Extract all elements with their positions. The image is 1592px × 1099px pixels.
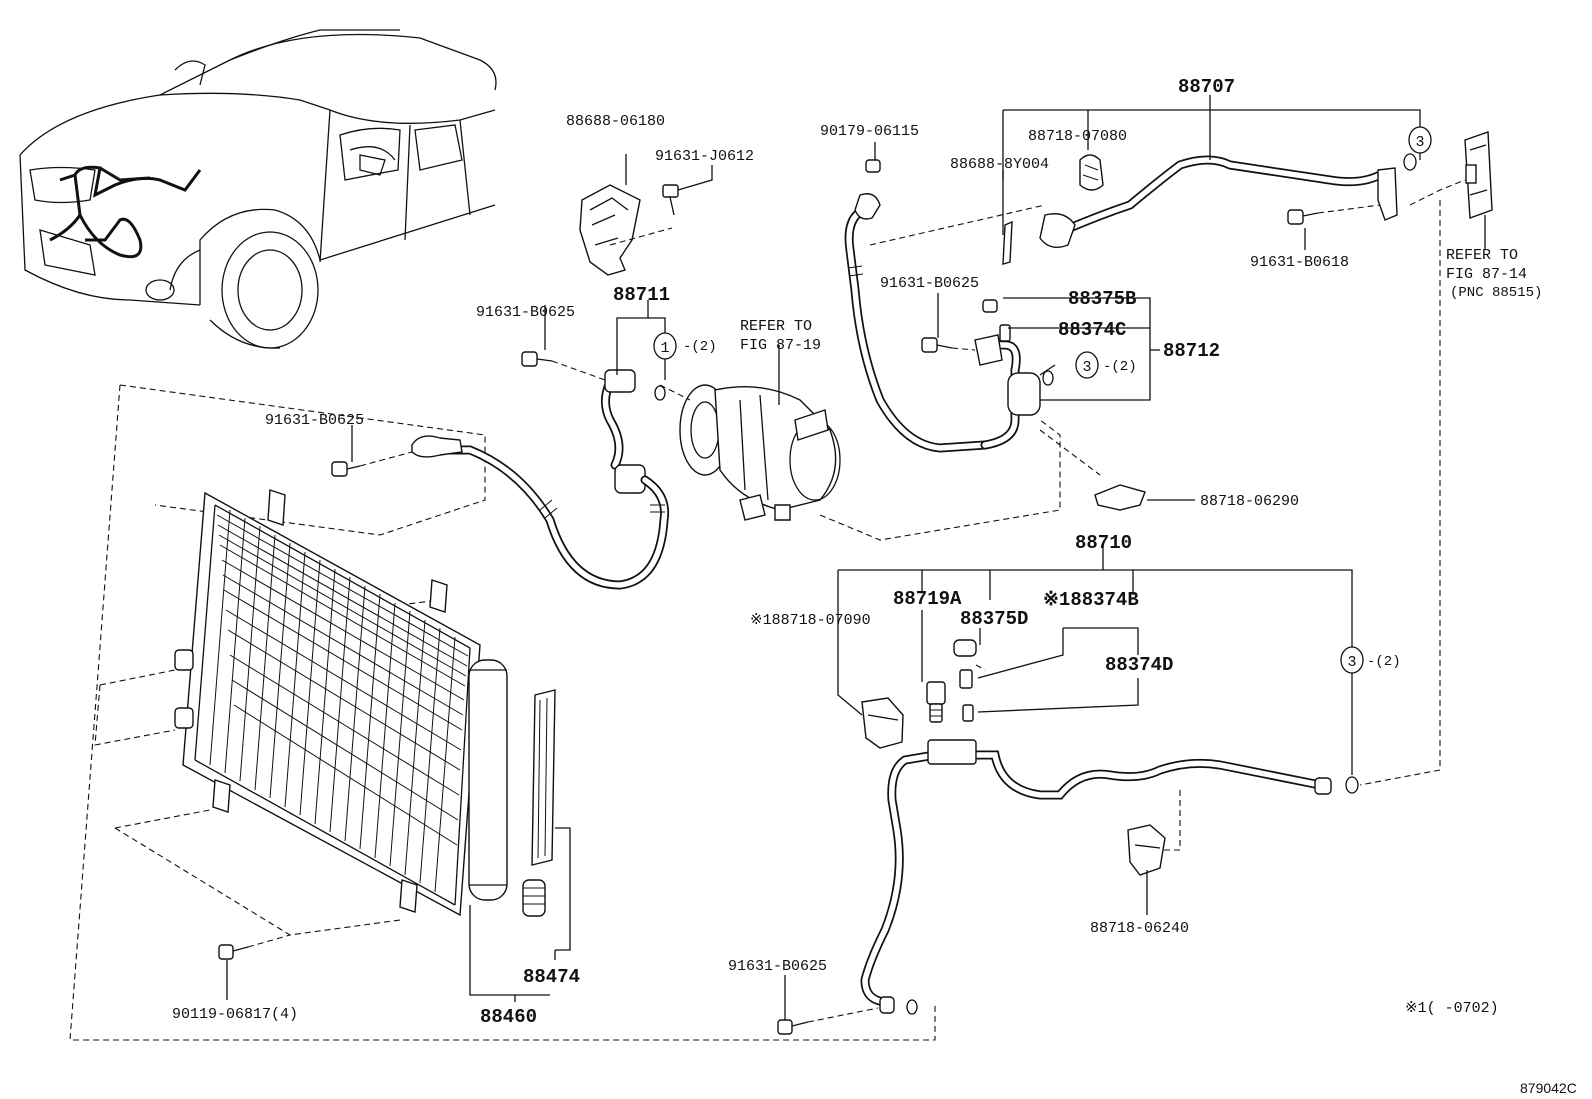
svg-text:FIG 87-14: FIG 87-14 [1446, 266, 1527, 283]
label-88718-06290: 88718-06290 [1200, 493, 1299, 510]
label-88374d: 88374D [1105, 654, 1173, 676]
tube-88710 [860, 739, 1359, 1015]
label-88688-8y004: 88688-8Y004 [950, 156, 1049, 173]
label-88707: 88707 [1178, 76, 1235, 98]
qty-label-2: -(2) [1103, 359, 1137, 375]
label-88474: 88474 [523, 966, 580, 988]
bolt-91631-b0625-upper-left [521, 351, 553, 367]
dashed-connectors [247, 179, 1466, 1023]
svg-text:1: 1 [660, 340, 669, 357]
figure-id: 879042C [1520, 1080, 1577, 1096]
compressor [679, 384, 841, 521]
label-88460: 88460 [480, 1006, 537, 1028]
bolt-91631-b0625-lower [777, 1019, 809, 1035]
clamp-88718-06240 [1127, 824, 1166, 876]
svg-text:3: 3 [1347, 654, 1356, 671]
label-88375b: 88375B [1068, 288, 1136, 310]
circled-number-1: 1 [653, 332, 677, 360]
hose-88707 [1002, 153, 1417, 265]
hose-suction-long [844, 159, 990, 453]
hose-88712 [974, 299, 1041, 450]
label-88711: 88711 [613, 284, 670, 306]
svg-text:REFER TO: REFER TO [740, 318, 812, 335]
expansion-valve [1464, 131, 1493, 219]
label-88710: 88710 [1075, 532, 1132, 554]
clamp-88718-06290 [1094, 484, 1146, 511]
label-91631-b0625-d: 91631-B0625 [728, 958, 827, 975]
condenser-fins [209, 509, 469, 893]
footnote: ※1( -0702) [1405, 1000, 1499, 1017]
svg-text:REFER TO: REFER TO [1446, 247, 1518, 264]
label-91631-j0612: 91631-J0612 [655, 148, 754, 165]
svg-text:3: 3 [1082, 359, 1091, 376]
bracket-88688-06180 [579, 184, 641, 276]
label-88374b: ※188374B [1043, 589, 1139, 611]
qty-label-3: -(2) [1367, 654, 1401, 670]
refer-note-expansion-valve: REFER TO FIG 87-14 (PNC 88515) [1446, 247, 1542, 301]
label-91631-b0625-c: 91631-B0625 [880, 275, 979, 292]
desiccant-filter [522, 689, 556, 917]
label-91631-b0618: 91631-B0618 [1250, 254, 1349, 271]
part-labels: 88707 88718-07080 88688-8Y004 90179-0611… [172, 76, 1401, 1028]
bolt-91631-b0618 [1287, 209, 1319, 225]
bolt-91631-b0625-mid-left [331, 461, 361, 477]
service-caps [953, 639, 977, 722]
hose-88711 [411, 369, 670, 590]
vehicle-illustration [19, 29, 497, 349]
label-91631-b0625-b: 91631-B0625 [265, 412, 364, 429]
label-90119-06817: 90119-06817(4) [172, 1006, 298, 1023]
condenser [174, 489, 481, 917]
label-88712: 88712 [1163, 340, 1220, 362]
label-88718-07080: 88718-07080 [1028, 128, 1127, 145]
label-91631-b0625-a: 91631-B0625 [476, 304, 575, 321]
bolt-90119-06817 [218, 944, 249, 960]
svg-text:(PNC 88515): (PNC 88515) [1450, 285, 1542, 301]
circled-number-3-top: 3 [1408, 126, 1432, 154]
label-88718-06240: 88718-06240 [1090, 920, 1189, 937]
circled-number-3-mid: 3 [1075, 351, 1099, 379]
label-88375d: 88375D [960, 608, 1028, 630]
circled-number-3-bottom: 3 [1340, 646, 1364, 674]
svg-text:FIG 87-19: FIG 87-19 [740, 337, 821, 354]
bolt-91631-b0625-upper-right [921, 337, 953, 353]
pressure-switch [926, 681, 946, 723]
label-88374c: 88374C [1058, 319, 1126, 341]
label-90179-06115: 90179-06115 [820, 123, 919, 140]
clamp-88718-07090 [861, 697, 904, 749]
refer-note-compressor: REFER TO FIG 87-19 [740, 318, 821, 354]
label-88688-06180: 88688-06180 [566, 113, 665, 130]
label-88719a: 88719A [893, 588, 962, 610]
leader-lines [226, 95, 1486, 1020]
bolt-91631-j0612 [662, 184, 679, 216]
svg-text:3: 3 [1415, 134, 1424, 151]
label-88718-07090: ※188718-07090 [750, 612, 871, 629]
receiver-dryer [468, 659, 508, 901]
qty-label-1: -(2) [683, 339, 717, 355]
